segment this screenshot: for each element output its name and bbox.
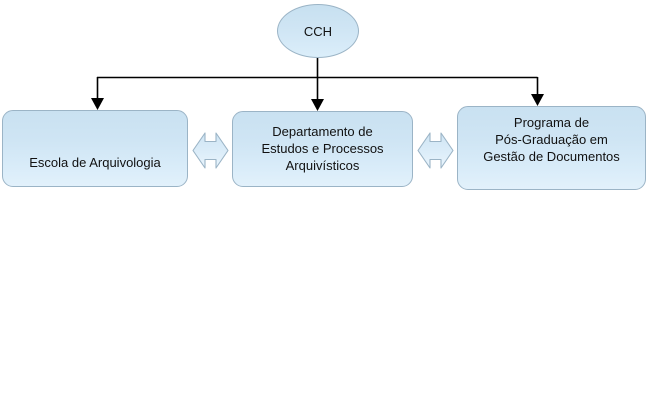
node-cch[interactable]: CCH: [277, 4, 359, 58]
bidirectional-arrow-escola-departamento-icon: [192, 132, 229, 169]
arrowhead-departamento-icon: [311, 99, 324, 111]
node-cch-label: CCH: [303, 23, 333, 39]
node-programa-label: Programa de Pós-Graduação em Gestão de D…: [483, 115, 620, 164]
bidirectional-arrow-departamento-programa-icon: [417, 132, 454, 169]
node-departamento[interactable]: Departamento de Estudos e Processos Arqu…: [232, 111, 413, 187]
arrowhead-escola-icon: [91, 98, 104, 110]
arrowhead-programa-icon: [531, 94, 544, 106]
node-departamento-label: Departamento de Estudos e Processos Arqu…: [261, 124, 384, 173]
node-programa[interactable]: Programa de Pós-Graduação em Gestão de D…: [457, 106, 646, 190]
node-escola[interactable]: Escola de Arquivologia: [2, 110, 188, 187]
node-escola-label: Escola de Arquivologia: [29, 155, 161, 170]
